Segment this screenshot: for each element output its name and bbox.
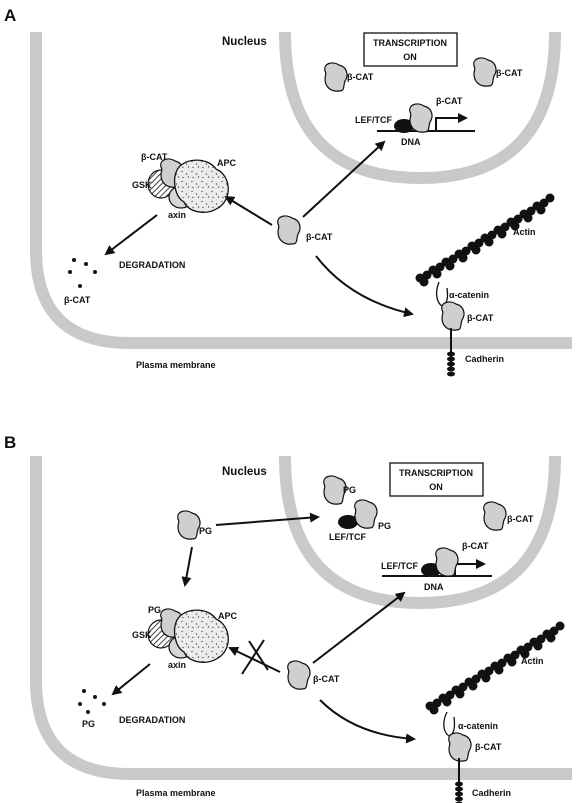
lef-tcf-a	[394, 119, 414, 133]
beta-catenin-label-cytoplasmic-b: β-CAT	[313, 674, 340, 684]
transcription-start-arrow-a	[435, 113, 468, 131]
degradation-label-a: DEGRADATION	[119, 260, 185, 270]
alpha-catenin-label-a: α-catenin	[449, 290, 489, 300]
blocked-arrow-to-complex-b	[228, 646, 281, 673]
beta-catenin-junction-b	[448, 732, 472, 762]
beta-catenin-nuclear-b	[483, 501, 507, 531]
transcription-label-b: TRANSCRIPTION	[399, 468, 473, 478]
apc-label-b: APC	[218, 611, 238, 621]
beta-catenin-label-nuclear-1-a: β-CAT	[347, 72, 374, 82]
arrow-to-nucleus-b	[312, 591, 406, 664]
plakoglobin-label-nuclear-b: PG	[343, 485, 356, 495]
plakoglobin-label-lef-bound-b: PG	[378, 521, 391, 531]
transcription-label-a: TRANSCRIPTION	[373, 38, 447, 48]
beta-catenin-cytoplasmic-b	[287, 660, 311, 690]
nuclear-envelope-b	[279, 455, 561, 610]
nucleus-label-b: Nucleus	[222, 466, 267, 478]
degraded-fragments-b	[78, 689, 106, 714]
cadherin-label-b: Cadherin	[472, 788, 511, 798]
dna-label-a: DNA	[401, 137, 421, 147]
plasma-membrane-label-a: Plasma membrane	[136, 360, 216, 370]
beta-catenin-label-junction-a: β-CAT	[467, 313, 494, 323]
apc-a	[173, 159, 229, 213]
cadherin-b	[454, 757, 464, 803]
beta-catenin-label-degraded-a: β-CAT	[64, 295, 91, 305]
arrow-pg-to-nucleus-b	[215, 512, 320, 526]
transcription-on-label-b: ON	[429, 482, 443, 492]
arrow-to-junction-a	[315, 255, 414, 318]
arrow-to-degradation-a	[104, 214, 158, 256]
cadherin-label-a: Cadherin	[465, 354, 504, 364]
transcription-on-label-a: ON	[403, 52, 417, 62]
beta-catenin-cytoplasmic-a	[277, 215, 301, 245]
beta-catenin-label-cytoplasmic-a: β-CAT	[306, 232, 333, 242]
lef-tcf-label-a: LEF/TCF	[355, 115, 392, 125]
degradation-label-b: DEGRADATION	[119, 715, 185, 725]
beta-catenin-label-nuclear-b: β-CAT	[507, 514, 534, 524]
lef-tcf-label-b: LEF/TCF	[381, 561, 418, 571]
plakoglobin-label-cytoplasmic-b: PG	[199, 526, 212, 536]
transcription-box-a	[363, 32, 458, 67]
degraded-fragments-a	[68, 258, 97, 288]
actin-label-b: Actin	[521, 656, 544, 666]
axin-label-a: axin	[168, 210, 186, 220]
plakoglobin-label-complex-b: PG	[148, 605, 161, 615]
lef-tcf-label-pg-b: LEF/TCF	[329, 532, 366, 542]
dna-label-b: DNA	[424, 582, 444, 592]
panel-a: A Nucleus TRANSCRIPTION ON β-CAT β-CAT β…	[4, 6, 572, 378]
block-cross-1-b	[241, 639, 265, 675]
panel-b: B Nucleus TRANSCRIPTION ON PG PG LEF/TCF…	[4, 433, 572, 803]
arrow-to-nucleus-a	[302, 140, 386, 218]
cadherin-a	[446, 327, 456, 378]
alpha-catenin-b	[443, 711, 456, 737]
gsk-label-b: GSK	[132, 630, 152, 640]
lef-tcf-pg-complex-b	[338, 515, 358, 529]
plakoglobin-lef-bound-b	[354, 499, 378, 529]
arrow-to-junction-b	[319, 699, 416, 744]
beta-catenin-dna-bound-a	[409, 103, 433, 133]
arrow-pg-to-complex-b	[181, 546, 193, 587]
nucleus-label-a: Nucleus	[222, 36, 267, 48]
panel-letter-a: A	[4, 6, 16, 25]
nuclear-envelope-a	[279, 31, 561, 185]
arrow-to-complex-a	[224, 195, 273, 226]
plasma-membrane-b	[30, 456, 572, 780]
actin-filament-b	[425, 621, 565, 715]
beta-catenin-label-dna-a: β-CAT	[436, 96, 463, 106]
beta-catenin-dna-bound-b	[435, 547, 459, 577]
alpha-catenin-label-b: α-catenin	[458, 721, 498, 731]
transcription-box-b	[389, 462, 484, 497]
axin-label-b: axin	[168, 660, 186, 670]
beta-catenin-nuclear-1-a	[324, 62, 348, 92]
beta-catenin-label-complex-a: β-CAT	[141, 152, 168, 162]
beta-catenin-nuclear-2-a	[473, 57, 497, 87]
gsk-label-a: GSK	[132, 180, 152, 190]
transcription-start-arrow-b	[454, 559, 486, 576]
plakoglobin-label-degraded-b: PG	[82, 719, 95, 729]
apc-b	[173, 609, 229, 663]
beta-catenin-label-junction-b: β-CAT	[475, 742, 502, 752]
beta-catenin-label-dna-b: β-CAT	[462, 541, 489, 551]
actin-label-a: Actin	[513, 227, 536, 237]
beta-catenin-junction-a	[441, 301, 465, 331]
block-cross-2-b	[248, 640, 269, 671]
plasma-membrane-label-b: Plasma membrane	[136, 788, 216, 798]
plakoglobin-cytoplasmic-b	[177, 510, 201, 540]
apc-label-a: APC	[217, 158, 237, 168]
actin-filament-a	[415, 193, 555, 287]
beta-catenin-label-nuclear-2-a: β-CAT	[496, 68, 523, 78]
arrow-to-degradation-b	[111, 663, 151, 696]
plasma-membrane-a	[30, 32, 572, 349]
panel-letter-b: B	[4, 433, 16, 452]
